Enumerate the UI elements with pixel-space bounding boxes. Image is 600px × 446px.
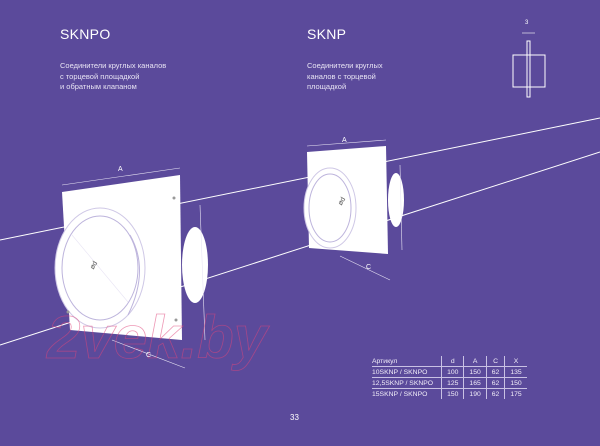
dim-c-left: C — [146, 352, 152, 359]
table-cell: 62 — [485, 366, 505, 378]
table-cell: 100 — [441, 366, 464, 378]
sknpo-title: SKNPO — [60, 26, 111, 42]
sknp-title: SKNP — [307, 26, 347, 42]
table-cell: 12,5SKNP / SKNPO — [372, 379, 434, 387]
table-cell: 150 — [441, 388, 464, 399]
dim-a-right: A — [342, 137, 347, 144]
col-header: A — [463, 356, 487, 367]
sknp-description: Соединители круглых каналов с торцевой п… — [307, 61, 383, 93]
table-cell: 125 — [441, 377, 464, 389]
dim-a-left: A — [118, 166, 123, 173]
desc-line: с торцевой площадкой — [60, 71, 140, 81]
desc-line: и обратным клапаном — [60, 82, 137, 91]
table-cell: 15SKNP / SKNPO — [372, 390, 428, 398]
desc-line: Соединители круглых — [307, 61, 383, 70]
col-header: d — [441, 356, 464, 367]
sknpo-drawing — [54, 167, 208, 369]
table-cell: 175 — [504, 388, 527, 399]
desc-line: Соединители круглых каналов — [60, 61, 167, 70]
page-number: 33 — [290, 413, 299, 422]
col-header: Артикул — [372, 357, 398, 365]
section-icon — [512, 32, 546, 98]
desc-line: площадкой — [307, 82, 347, 91]
table-cell: 165 — [463, 377, 487, 389]
table-cell: 10SKNP / SKNPO — [372, 368, 428, 376]
watermark: 2vek.by — [46, 304, 270, 371]
table-cell: 150 — [504, 377, 527, 389]
table-cell: 135 — [504, 366, 527, 378]
desc-line: каналов с торцевой — [307, 71, 376, 81]
table-cell: 62 — [485, 388, 505, 399]
col-header: X — [504, 356, 527, 367]
sknpo-description: Соединители круглых каналов с торцевой п… — [60, 61, 166, 93]
table-cell: 150 — [463, 366, 487, 378]
dim-x-right: X — [396, 198, 401, 205]
col-header: C — [485, 356, 505, 367]
table-cell: 62 — [485, 377, 505, 389]
dim-thickness: 3 — [525, 20, 529, 26]
dim-x-left: X — [190, 265, 195, 272]
table-cell: 190 — [463, 388, 487, 399]
dim-c-right: C — [366, 264, 372, 271]
sknp-drawing — [303, 139, 404, 281]
